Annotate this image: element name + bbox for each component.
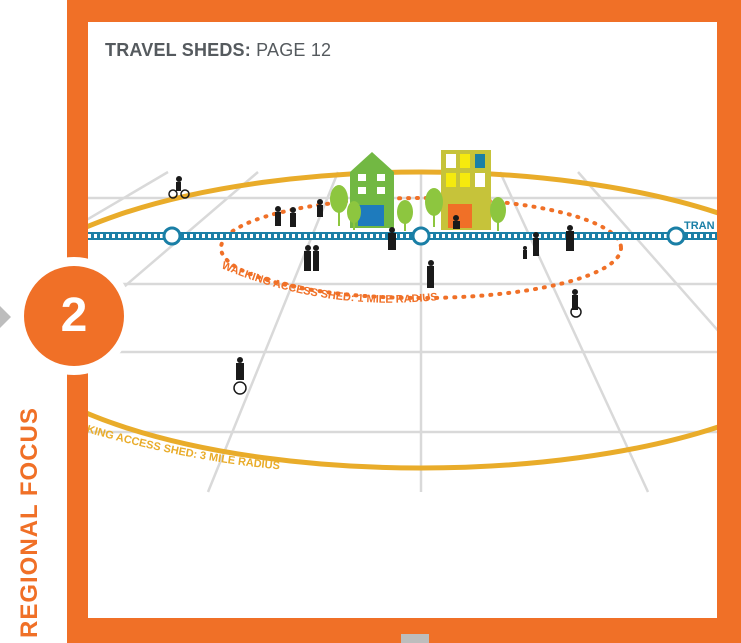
header-page: PAGE 12 — [256, 40, 332, 60]
travel-shed-diagram: TRAN — [88, 150, 717, 493]
section-label: REGIONAL FOCUS — [16, 407, 43, 638]
pointer-arrow-icon — [0, 306, 11, 328]
walking-shed-label: WALKING ACCESS SHED: 1 MILE RADIUS — [220, 260, 438, 306]
walking-shed-ellipse — [219, 196, 623, 300]
bottom-tab — [401, 634, 429, 643]
yellow-building-icon — [441, 150, 491, 230]
biking-shed-ellipse — [88, 169, 717, 471]
pedestrian-icons — [168, 176, 582, 395]
biking-shed-label: KING ACCESS SHED: 3 MILE RADIUS — [88, 423, 280, 472]
header-title: TRAVEL SHEDS: — [105, 40, 251, 60]
transit-station-3 — [666, 226, 686, 246]
diagram-panel: TRAVEL SHEDS: PAGE 12 — [88, 22, 717, 618]
section-number-badge: 2 — [15, 257, 133, 375]
transit-label: TRAN — [684, 220, 715, 232]
transit-line: TRAN — [88, 220, 717, 246]
page-header: TRAVEL SHEDS: PAGE 12 — [105, 40, 331, 61]
section-number: 2 — [24, 266, 124, 366]
tree-icons — [330, 185, 506, 231]
transit-station-2 — [411, 226, 431, 246]
transit-station-1 — [162, 226, 182, 246]
street-grid — [88, 170, 717, 493]
